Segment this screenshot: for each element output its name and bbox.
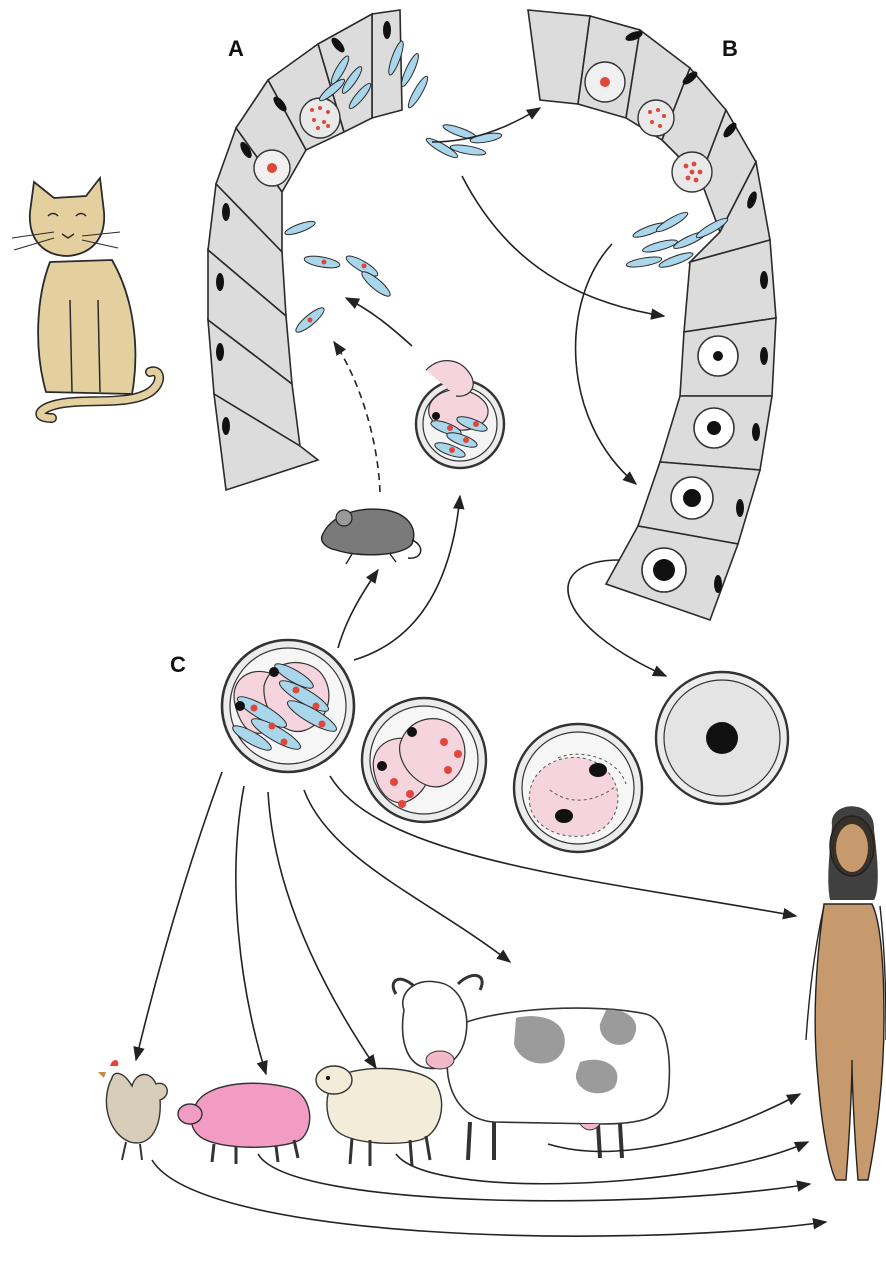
sporulating-oocyst-2 (362, 698, 486, 822)
label-c: C (170, 652, 186, 677)
chicken-illustration (98, 1060, 167, 1160)
cat-illustration (12, 178, 159, 418)
label-b: B (722, 36, 738, 61)
intestinal-epithelium-right (528, 10, 776, 620)
tachyzoites (284, 122, 503, 335)
cow-illustration (393, 975, 669, 1160)
pig-illustration (178, 1083, 310, 1164)
label-a: A (228, 36, 244, 61)
tissue-cyst-excysting (416, 361, 504, 468)
sheep-illustration (316, 1066, 442, 1166)
sporulated-oocyst-c (222, 640, 354, 772)
mouse-illustration (322, 509, 421, 564)
intestinal-epithelium-left (208, 10, 430, 490)
sporulating-oocyst-3 (514, 724, 642, 852)
unsporulated-oocyst (656, 672, 788, 804)
human-figure (806, 806, 886, 1180)
